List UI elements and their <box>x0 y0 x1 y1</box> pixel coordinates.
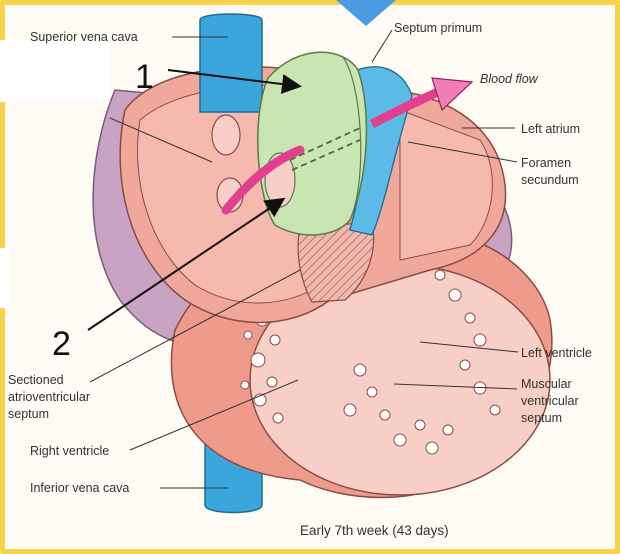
label-muscular-vs-line3: septum <box>521 411 562 425</box>
pointer-2-arrow <box>87 197 286 331</box>
label-right-ventricle: Right ventricle <box>30 444 109 458</box>
superior-vena-cava-shape <box>199 13 263 113</box>
label-sectioned-av-line3: septum <box>8 407 49 421</box>
blood-flow-arrow-upper <box>369 87 440 128</box>
label-mask-left <box>0 248 10 308</box>
label-septum-primum: Septum primum <box>394 21 482 35</box>
label-foramen-secundum-line1: Foramen <box>521 156 571 170</box>
label-inferior-vena-cava: Inferior vena cava <box>30 481 129 495</box>
top-pointer-icon <box>336 0 396 26</box>
svc-opening <box>211 114 241 156</box>
label-foramen-secundum-line2: secundum <box>521 173 579 187</box>
septum-secundum-edge <box>341 55 362 221</box>
label-sectioned-av-line1: Sectioned <box>8 373 64 387</box>
pointer-1-arrow <box>167 69 302 94</box>
label-mask <box>0 40 110 102</box>
label-muscular-vs-line2: ventricular <box>521 394 579 408</box>
leader-lines <box>89 29 519 489</box>
flow-path-dashed-2 <box>291 139 361 171</box>
left-atrium-wall <box>399 109 493 261</box>
label-left-atrium: Left atrium <box>521 122 580 136</box>
blood-flow-arrowhead-icon <box>431 77 474 112</box>
label-sectioned-av-line2: atrioventricular <box>8 390 90 404</box>
marker-1: 1 <box>135 58 154 96</box>
sectioned-av-septum <box>297 221 375 303</box>
label-blood-flow: Blood flow <box>480 72 539 86</box>
flow-path-dashed <box>289 127 361 161</box>
figure-caption: Early 7th week (43 days) <box>300 523 449 538</box>
label-superior-vena-cava: Superior vena cava <box>30 30 138 44</box>
blood-flow-arrow-lower <box>221 145 305 215</box>
label-left-ventricle: Left ventricle <box>521 346 592 360</box>
label-muscular-vs-line1: Muscular <box>521 377 572 391</box>
marker-2: 2 <box>52 325 71 363</box>
